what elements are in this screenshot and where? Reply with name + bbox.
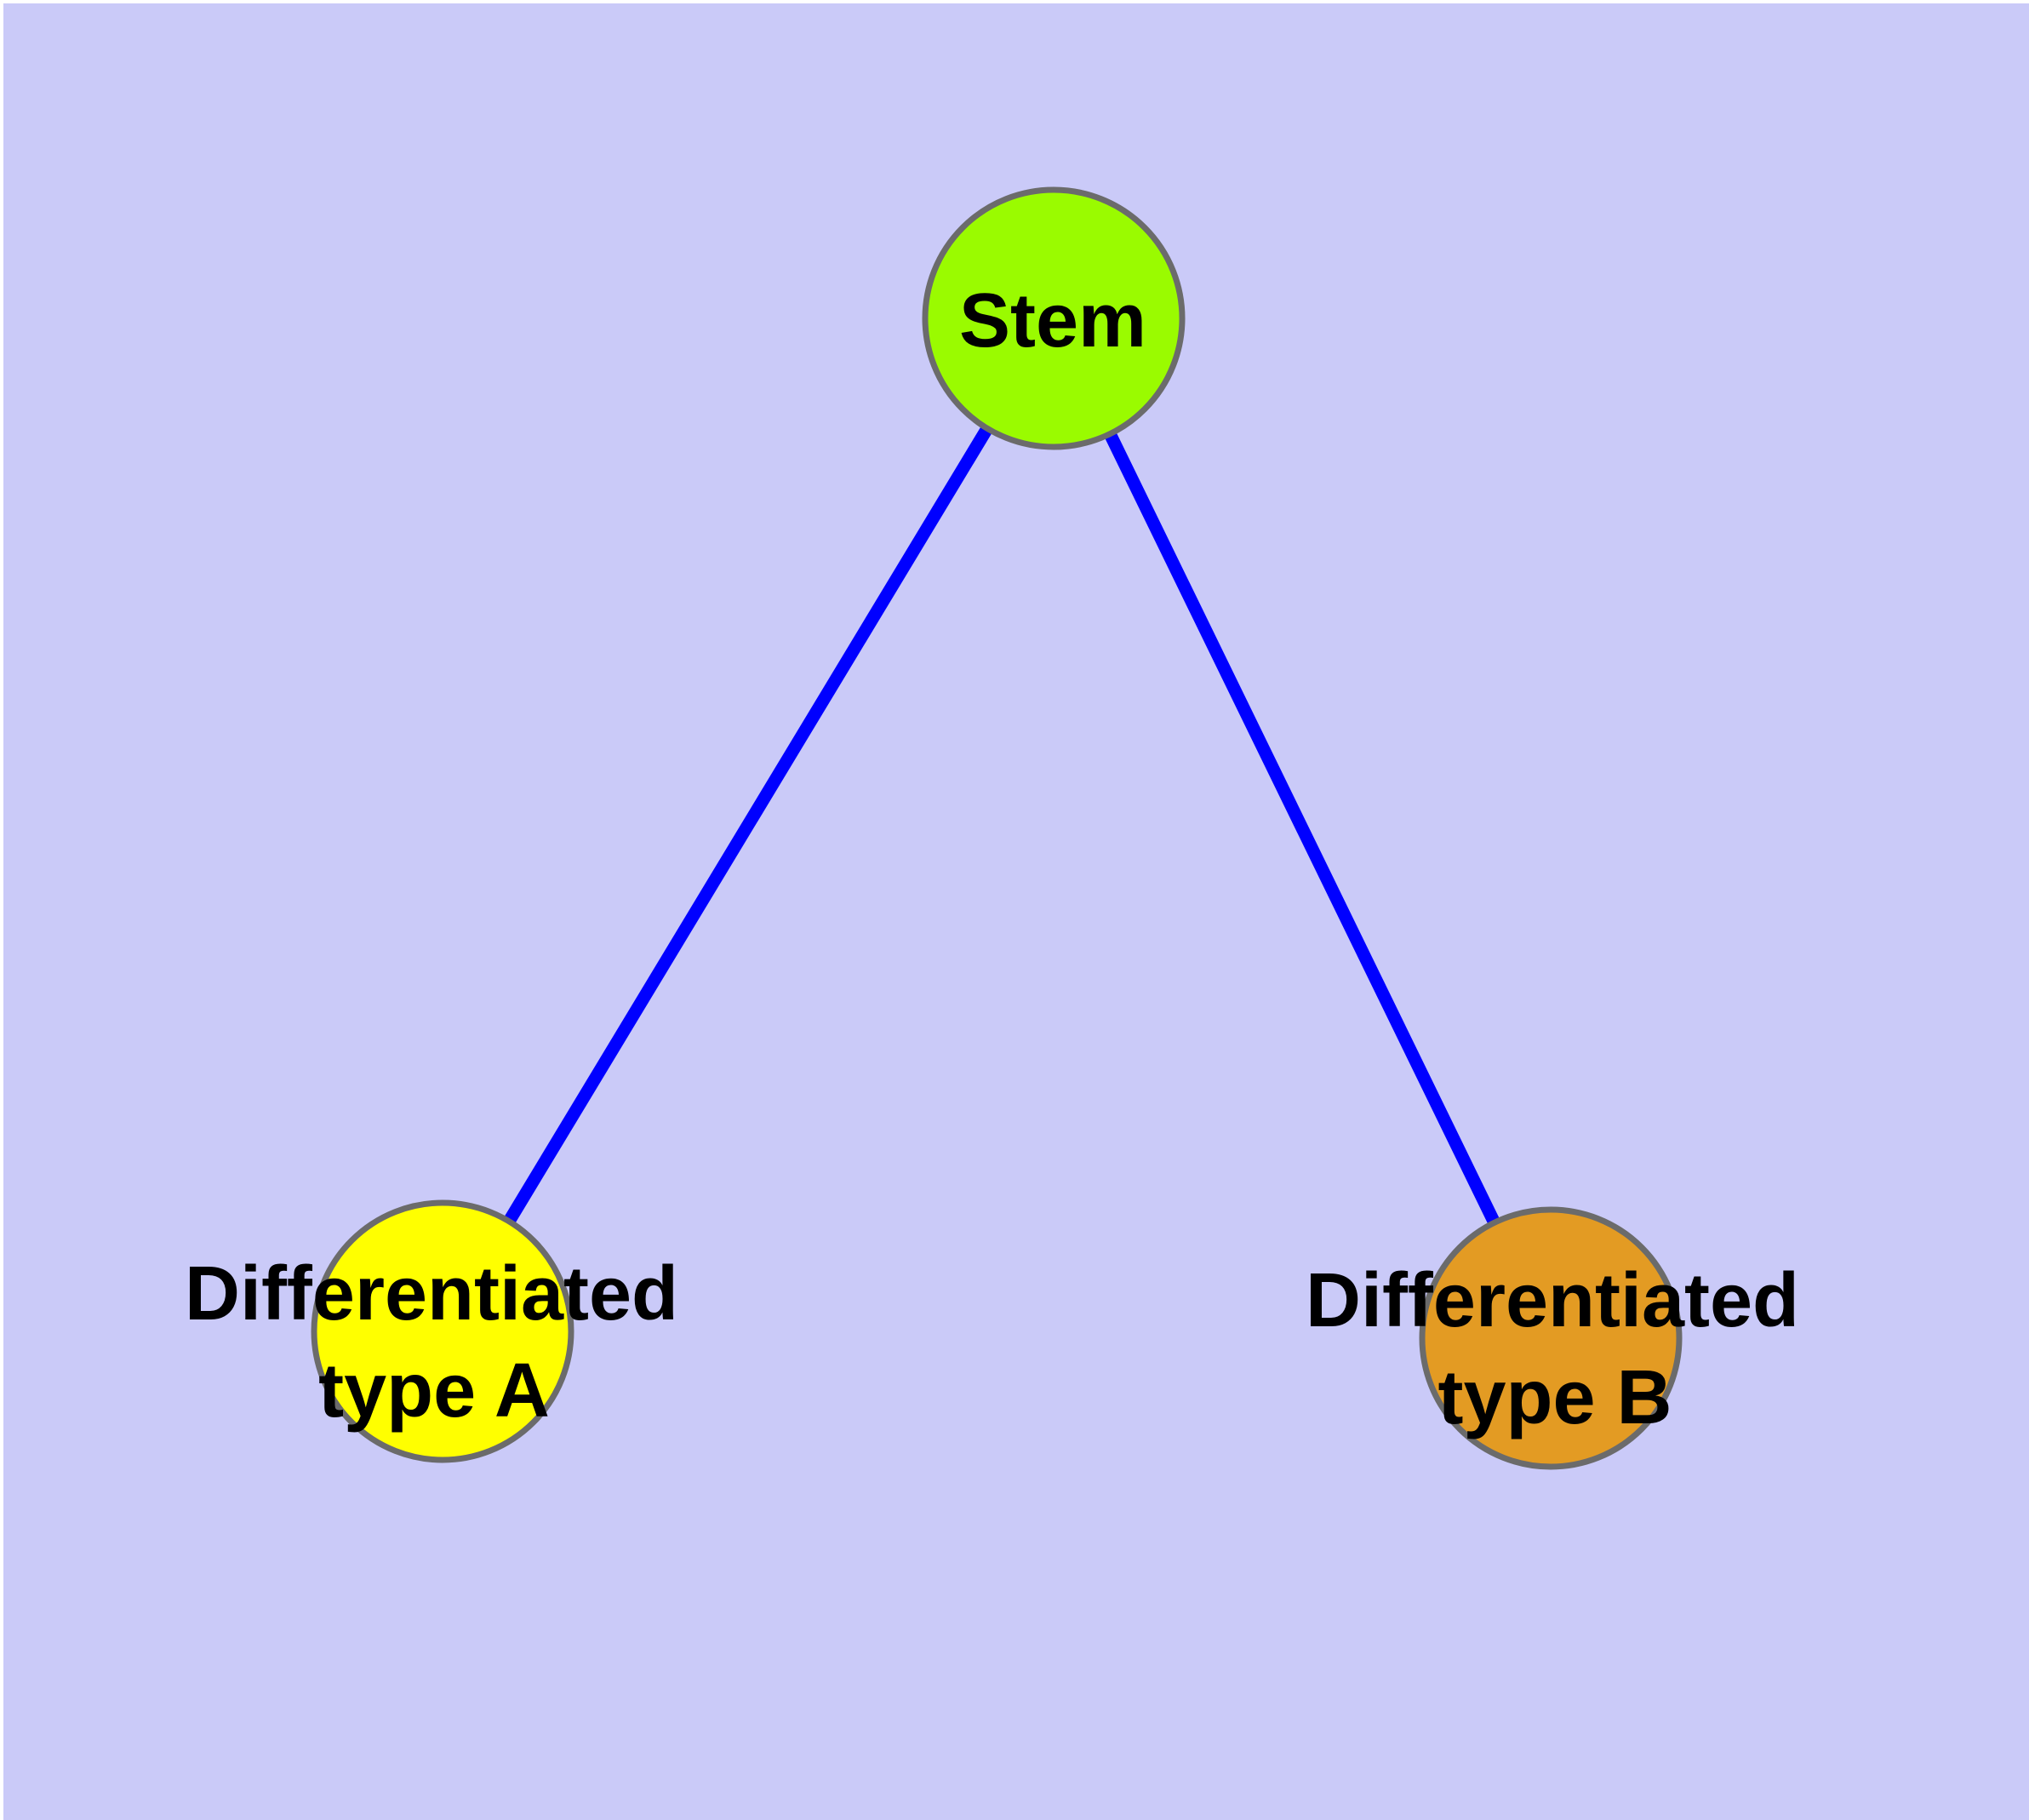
node-type-a-label-line1: Differentiated [185, 1251, 678, 1336]
node-type-a-circle [311, 1199, 574, 1463]
node-stem-circle [922, 186, 1186, 450]
node-type-b-circle [1419, 1206, 1683, 1470]
edge-stem-to-type-a [437, 315, 1060, 1335]
node-type-b-label-line2: type B [1437, 1355, 1672, 1440]
node-stem-label: Stem [959, 278, 1146, 363]
node-type-b-label-line1: Differentiated [1306, 1258, 1799, 1343]
node-type-a-label-line2: type A [318, 1348, 550, 1434]
edge-stem-to-type-b [1048, 315, 1557, 1342]
